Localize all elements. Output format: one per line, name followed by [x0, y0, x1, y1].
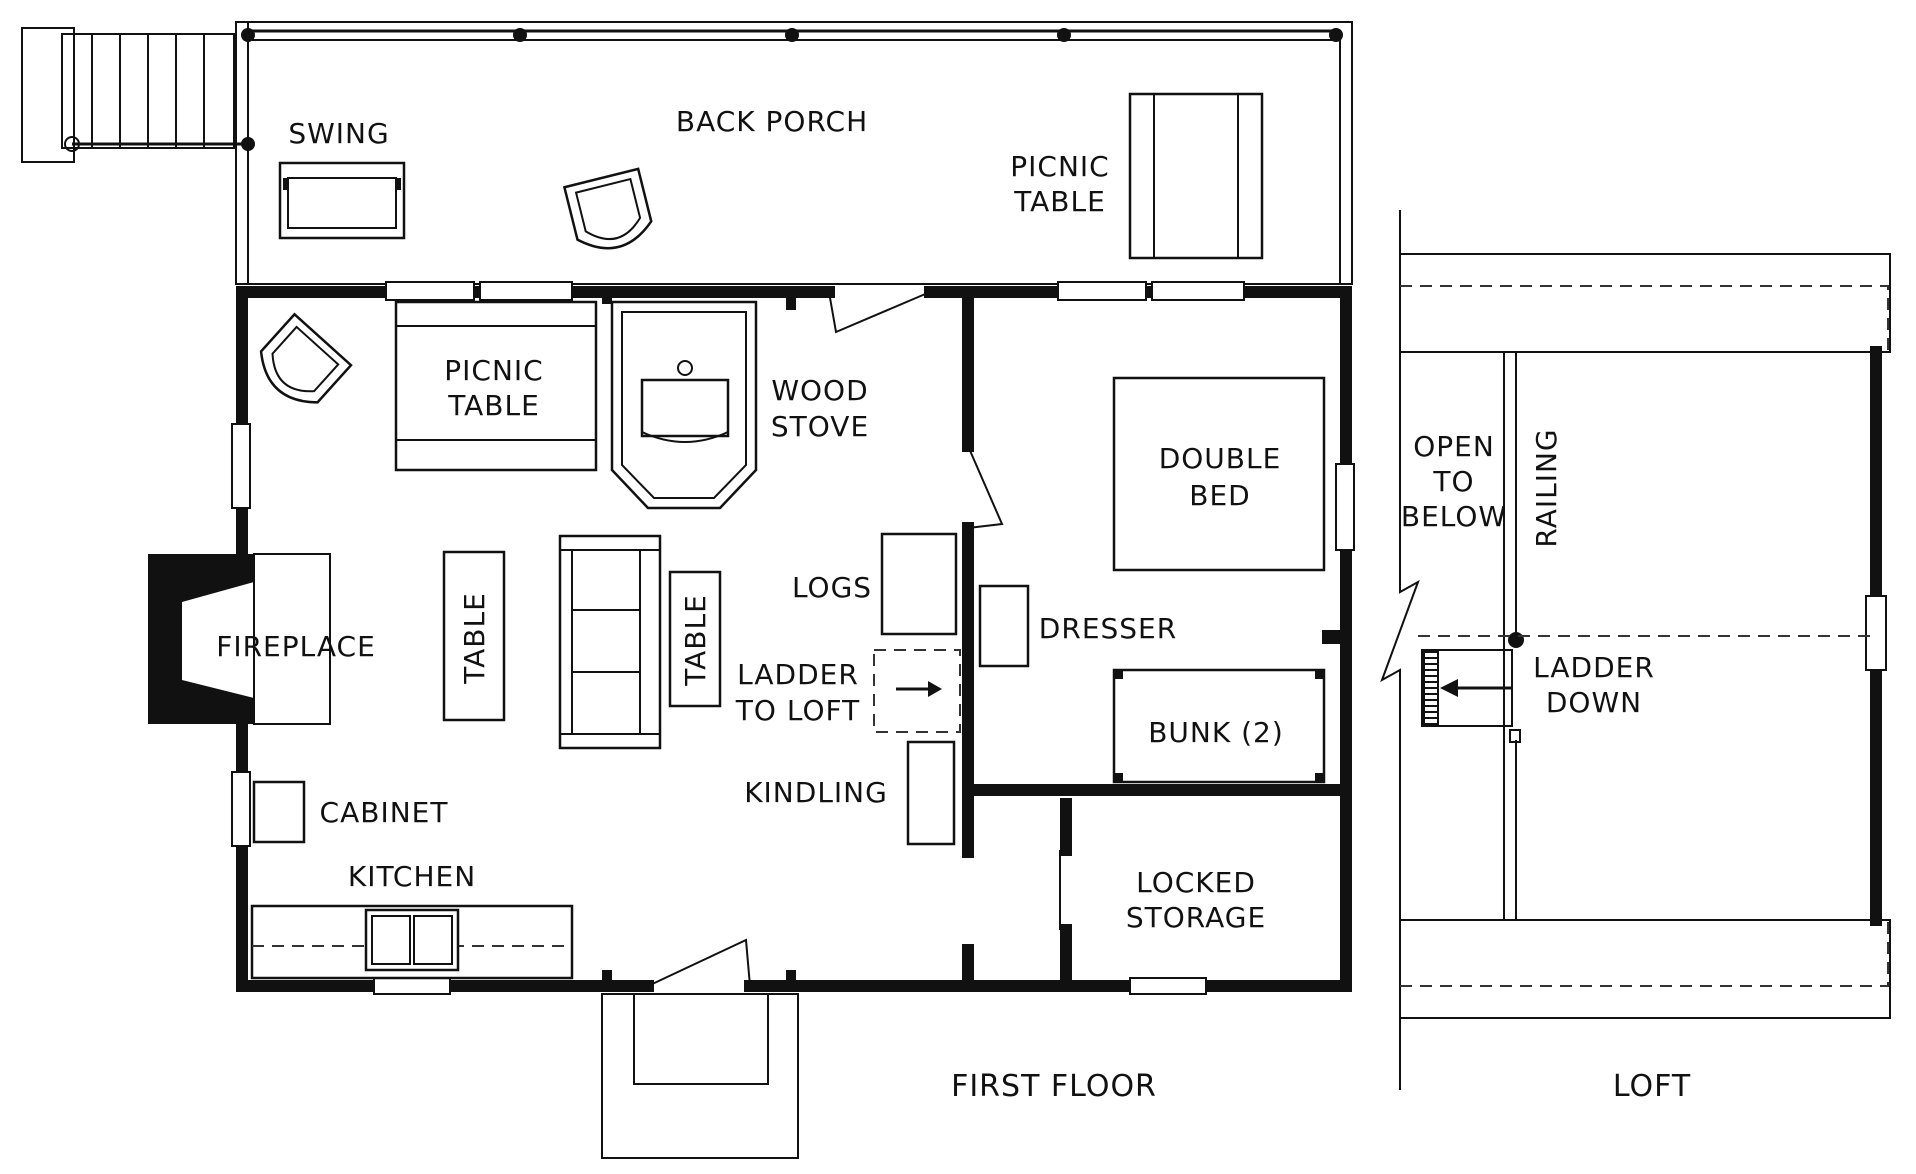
loft-break-line — [1380, 210, 1420, 1090]
double-bed — [1112, 376, 1326, 572]
bunk-label: BUNK (2) — [1148, 716, 1284, 749]
porch-picnic-table — [1128, 92, 1264, 260]
railing-post — [1057, 28, 1071, 42]
porch-stairs — [21, 27, 248, 163]
wood-stove — [610, 300, 758, 510]
locked-storage-label-line2: STORAGE — [1126, 901, 1266, 934]
wood-stove-label-line1: WOOD — [771, 374, 868, 407]
railing-post — [1329, 28, 1343, 42]
table-left — [442, 550, 506, 722]
window — [1335, 463, 1355, 551]
windows — [231, 281, 1355, 995]
inside-chair — [259, 312, 353, 404]
open-to-below-line3: BELOW — [1401, 500, 1507, 533]
table-right-label: TABLE — [679, 594, 712, 687]
swing — [278, 161, 406, 240]
ladder-down-line1: LADDER — [1533, 651, 1655, 684]
kindling-label: KINDLING — [744, 776, 888, 809]
fireplace-label: FIREPLACE — [216, 630, 376, 663]
porch-door — [828, 291, 931, 334]
window — [1129, 977, 1207, 995]
first-floor-caption: FIRST FLOOR — [951, 1069, 1157, 1104]
back-porch: BACK PORCH SWING PICNIC TABLE — [21, 21, 1353, 285]
bunk — [1112, 668, 1326, 784]
double-bed-label-line1: DOUBLE — [1159, 442, 1282, 475]
loft: OPEN TO BELOW RAILING LADDER DOWN — [1380, 210, 1891, 1090]
sofa — [558, 534, 662, 750]
porch-picnic-label-line2: TABLE — [1013, 185, 1106, 218]
porch-outline — [235, 21, 1353, 285]
ladder-down-line2: DOWN — [1546, 686, 1642, 719]
ladder-label-line1: LADDER — [737, 658, 859, 691]
wood-stove-label-line2: STOVE — [771, 410, 869, 443]
first-floor-labels: PICNIC TABLE WOOD STOVE DOUBLE BED FIREP… — [216, 354, 1284, 934]
kitchen-label: KITCHEN — [348, 860, 476, 893]
picnic-table-label-line2: TABLE — [447, 389, 540, 422]
dresser — [978, 584, 1030, 668]
open-to-below-line2: TO — [1432, 465, 1474, 498]
ladder-label-line2: TO LOFT — [735, 694, 860, 727]
cabinet-label: CABINET — [320, 796, 449, 829]
window — [1057, 281, 1147, 301]
window — [231, 771, 251, 847]
double-bed-label-line2: BED — [1189, 479, 1250, 512]
railing-post — [241, 28, 255, 42]
loft-window — [1865, 595, 1887, 671]
window — [1151, 281, 1245, 301]
porch-chair — [562, 167, 653, 250]
furniture — [250, 300, 1326, 980]
railing-post — [785, 28, 799, 42]
kindling-box — [906, 740, 956, 846]
sink — [364, 908, 460, 972]
open-to-below-line1: OPEN — [1413, 430, 1495, 463]
arrow-right-icon — [928, 681, 942, 697]
table-right — [668, 570, 722, 708]
logs-label: LOGS — [792, 571, 872, 604]
locked-storage-label-line1: LOCKED — [1136, 866, 1256, 899]
front-door — [647, 938, 751, 987]
swing-label: SWING — [288, 117, 389, 150]
porch-picnic-label-line1: PICNIC — [1010, 150, 1109, 183]
back-porch-label: BACK PORCH — [676, 105, 868, 138]
arrow-left-icon — [1440, 679, 1458, 697]
railing-post — [513, 28, 527, 42]
window — [231, 423, 251, 509]
kitchen-counter — [250, 904, 574, 980]
fireplace — [148, 553, 331, 725]
ladder-to-loft — [873, 649, 961, 733]
loft-caption: LOFT — [1613, 1069, 1691, 1104]
front-step — [601, 993, 799, 1159]
picnic-table-label-line1: PICNIC — [444, 354, 543, 387]
window — [385, 281, 475, 301]
railing-label: RAILING — [1530, 428, 1563, 547]
dresser-label: DRESSER — [1039, 612, 1177, 645]
inside-picnic-table — [394, 300, 598, 472]
table-left-label: TABLE — [458, 592, 491, 685]
window — [479, 281, 573, 301]
logs-box — [880, 532, 958, 636]
window — [373, 977, 451, 995]
ladder-down — [1421, 649, 1513, 727]
bedroom-door — [967, 445, 1004, 529]
cabinet — [252, 780, 306, 844]
